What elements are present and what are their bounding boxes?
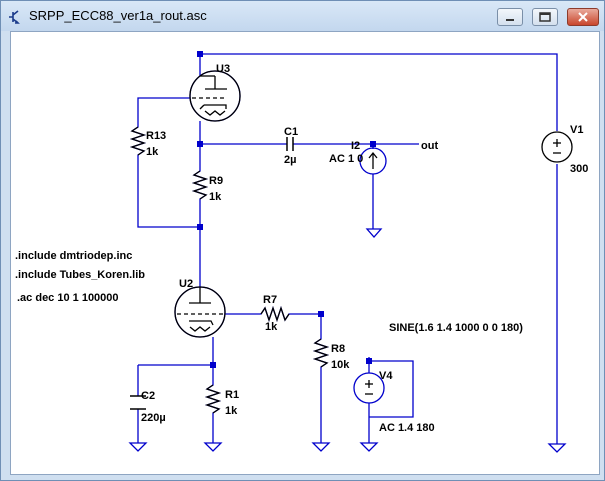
v4-sine-label: SINE(1.6 1.4 1000 0 0 180) (389, 322, 523, 334)
spice-directive-include-2[interactable]: .include Tubes_Koren.lib (15, 269, 145, 281)
v1-name-label: V1 (570, 124, 583, 136)
r13-name-label: R13 (146, 130, 166, 142)
v1-value-label: 300 (570, 163, 588, 175)
maximize-icon (539, 12, 551, 22)
i2-value-label: AC 1 0 (329, 153, 363, 165)
window-title: SRPP_ECC88_ver1a_rout.asc (29, 8, 207, 23)
u3-tube-symbol (189, 70, 241, 122)
c2-symbol (130, 395, 146, 410)
minimize-button[interactable] (497, 8, 523, 26)
u3-label: U3 (216, 63, 230, 75)
c2-name-label: C2 (141, 390, 155, 402)
r1-name-label: R1 (225, 389, 239, 401)
junction-dots (197, 51, 376, 368)
spice-directive-include-1[interactable]: .include dmtriodep.inc (15, 250, 132, 262)
r8-value-label: 10k (331, 359, 350, 371)
close-button[interactable] (567, 8, 599, 26)
spice-directive-ac[interactable]: .ac dec 10 1 100000 (17, 292, 119, 304)
r1-value-label: 1k (225, 405, 238, 417)
r9-value-label: 1k (209, 191, 222, 203)
close-icon (578, 12, 588, 22)
u2-label: U2 (179, 278, 193, 290)
c1-value-label: 2µ (284, 154, 296, 166)
r9-symbol (191, 170, 209, 200)
v4-name-label: V4 (379, 370, 393, 382)
schematic-canvas[interactable] (10, 31, 600, 475)
r8-name-label: R8 (331, 343, 345, 355)
title-bar[interactable]: SRPP_ECC88_ver1a_rout.asc (1, 1, 604, 31)
ground-symbols (128, 228, 567, 453)
c1-symbol (286, 137, 294, 151)
v4-value-label: AC 1.4 180 (379, 422, 435, 434)
v4-symbol (365, 380, 373, 395)
u2-tube-symbol (174, 286, 226, 338)
v1-symbol (541, 131, 573, 163)
maximize-button[interactable] (532, 8, 558, 26)
minimize-icon (506, 19, 514, 21)
c1-name-label: C1 (284, 126, 298, 138)
i2-symbol (368, 151, 378, 169)
r13-value-label: 1k (146, 146, 159, 158)
c2-value-label: 220µ (141, 412, 166, 424)
i2-name-label: I2 (351, 140, 360, 152)
r13-symbol (129, 126, 147, 156)
r7-symbol (260, 305, 290, 323)
r7-name-label: R7 (263, 294, 277, 306)
ltspice-app-icon (9, 10, 20, 24)
r8-symbol (312, 338, 330, 368)
out-net-label: out (421, 140, 438, 152)
r7-value-label: 1k (265, 321, 278, 333)
r1-symbol (204, 384, 222, 414)
r9-name-label: R9 (209, 175, 223, 187)
